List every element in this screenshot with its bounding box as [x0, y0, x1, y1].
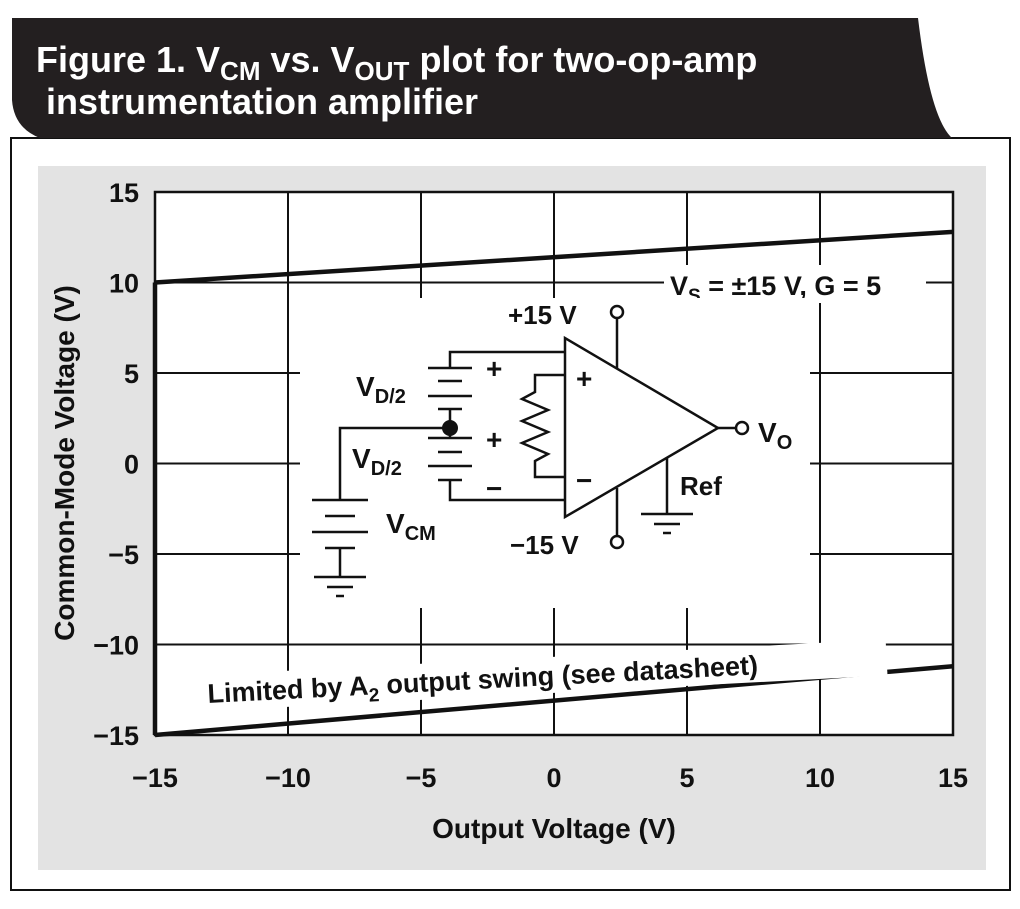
vo-terminal	[734, 420, 750, 436]
limit-label-group: Limited by A2 output swing (see datashee…	[202, 639, 888, 712]
opamp-minus: −	[576, 465, 592, 496]
title-sub-out: OUT	[355, 56, 410, 86]
title-banner	[12, 18, 952, 138]
y-tick-label: 0	[124, 450, 139, 480]
vo-label: VO	[758, 417, 792, 454]
condition-v: V	[670, 271, 688, 301]
opamp-plus: +	[576, 363, 592, 394]
x-tick-label: 15	[938, 763, 968, 793]
x-tick-label: 10	[805, 763, 835, 793]
vd-bottom-sub: D/2	[371, 458, 402, 480]
vd-top-label: VD/2	[356, 371, 406, 408]
schematic-bg	[300, 298, 810, 608]
condition-rest: = ±15 V, G = 5	[701, 271, 881, 301]
opamp-triangle	[563, 335, 721, 520]
limit-sub: 2	[368, 685, 380, 707]
title-line-1: Figure 1. VCM vs. VOUT plot for two-op-a…	[36, 39, 757, 86]
x-tick-label: −5	[406, 763, 437, 793]
vneg-terminal	[609, 534, 625, 550]
vneg-label: −15 V	[510, 530, 579, 560]
plus-input-wire	[448, 350, 565, 368]
y-axis-label: Common-Mode Voltage (V)	[49, 285, 80, 641]
vd-top-sub: D/2	[375, 386, 406, 408]
battery-minus: −	[486, 473, 502, 504]
vd-bottom-label: VD/2	[352, 443, 402, 480]
x-tick-label: −15	[132, 763, 178, 793]
condition-label-bg	[664, 265, 926, 303]
vo-v: V	[758, 417, 777, 448]
vpos-terminal	[609, 304, 625, 320]
y-tick-label: 15	[109, 178, 139, 208]
condition-label: VS = ±15 V, G = 5	[670, 271, 881, 307]
vcm-sub: CM	[405, 523, 436, 545]
vd-bottom-v: V	[352, 443, 371, 474]
minus-input-wire	[448, 480, 565, 502]
y-tick-label: −10	[93, 631, 139, 661]
vpos-label: +15 V	[508, 300, 577, 330]
x-tick-label: 0	[546, 763, 561, 793]
battery-top-plus: +	[486, 353, 502, 384]
vcm-wire	[338, 426, 450, 500]
battery-bottom-plus: +	[486, 424, 502, 455]
title-suffix: plot for two-op-amp	[409, 39, 757, 80]
y-tick-label: 5	[124, 359, 139, 389]
title-mid: vs. V	[260, 39, 354, 80]
vcm-label: VCM	[386, 508, 436, 545]
x-tick-label: 5	[679, 763, 694, 793]
x-tick-label: −10	[265, 763, 311, 793]
limit-label-bg	[202, 639, 888, 712]
title-sub-cm: CM	[220, 56, 260, 86]
title-line-2: instrumentation amplifier	[46, 81, 478, 122]
series-line-1	[154, 229, 954, 285]
vd-top-v: V	[356, 371, 375, 402]
x-axis-label: Output Voltage (V)	[432, 813, 676, 844]
y-tick-label: −5	[108, 540, 139, 570]
title-prefix: Figure 1. V	[36, 39, 220, 80]
schematic: +15 V −15 V Ref VO VD/2 VD/2 VCM + + − +…	[300, 298, 810, 608]
y-tick-labels: 15 10 5 0 −5 −10 −15	[93, 178, 139, 751]
x-tick-labels: −15 −10 −5 0 5 10 15	[132, 763, 968, 793]
y-tick-label: −15	[93, 721, 139, 751]
vo-sub: O	[777, 432, 793, 454]
vcm-v: V	[386, 508, 405, 539]
ref-label: Ref	[680, 471, 722, 501]
junction-dot	[442, 420, 458, 436]
gain-resistor	[518, 373, 565, 479]
y-tick-label: 10	[109, 269, 139, 299]
